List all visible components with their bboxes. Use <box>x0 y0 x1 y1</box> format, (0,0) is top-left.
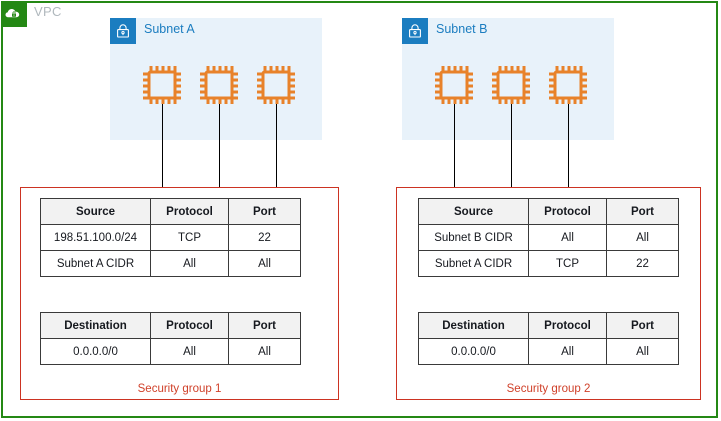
cell-source: Subnet A CIDR <box>418 250 529 277</box>
column-header-destination: Destination <box>40 312 151 339</box>
table-header-row: Source Protocol Port <box>40 198 301 225</box>
column-header-port: Port <box>228 198 301 225</box>
cell-source: Subnet A CIDR <box>40 250 151 277</box>
security-group-2-label: Security group 2 <box>506 383 591 395</box>
cell-destination: 0.0.0.0/0 <box>418 338 529 365</box>
column-header-protocol: Protocol <box>528 312 607 339</box>
cell-source: Subnet B CIDR <box>418 224 529 251</box>
column-header-port: Port <box>228 312 301 339</box>
column-header-port: Port <box>606 198 679 225</box>
connector-line <box>454 104 455 187</box>
cell-protocol: All <box>150 250 229 277</box>
cell-protocol: TCP <box>528 250 607 277</box>
table-header-row: Destination Protocol Port <box>418 312 679 339</box>
ec2-instance-chip-icon <box>488 62 534 108</box>
cell-source: 198.51.100.0/24 <box>40 224 151 251</box>
column-header-destination: Destination <box>418 312 529 339</box>
column-header-port: Port <box>606 312 679 339</box>
cell-port: All <box>606 338 679 365</box>
cell-protocol: All <box>528 338 607 365</box>
column-header-source: Source <box>40 198 151 225</box>
column-header-protocol: Protocol <box>150 312 229 339</box>
cell-protocol: All <box>150 338 229 365</box>
cell-port: 22 <box>606 250 679 277</box>
subnet-a-label: Subnet A <box>144 22 195 36</box>
table-row: 198.51.100.0/24 TCP 22 <box>40 224 301 251</box>
connector-line <box>511 104 512 187</box>
subnet-b-lock-icon <box>402 18 428 44</box>
table-row: Subnet A CIDR All All <box>40 250 301 277</box>
vpc-cloud-icon <box>1 1 27 27</box>
security-group-1-box: Security group 1 <box>20 187 339 400</box>
table-header-row: Destination Protocol Port <box>40 312 301 339</box>
ec2-instance-chip-icon <box>545 62 591 108</box>
ec2-instance-chip-icon <box>431 62 477 108</box>
connector-line <box>568 104 569 187</box>
table-row: 0.0.0.0/0 All All <box>40 338 301 365</box>
column-header-protocol: Protocol <box>528 198 607 225</box>
cell-protocol: All <box>528 224 607 251</box>
subnet-a-lock-icon <box>110 18 136 44</box>
sg2-outbound-rules-table: Destination Protocol Port 0.0.0.0/0 All … <box>418 312 679 365</box>
connector-line <box>276 104 277 187</box>
column-header-source: Source <box>418 198 529 225</box>
cell-destination: 0.0.0.0/0 <box>40 338 151 365</box>
vpc-label: VPC <box>34 4 62 19</box>
subnet-b-panel: Subnet B <box>402 18 614 140</box>
cell-protocol: TCP <box>150 224 229 251</box>
sg1-outbound-rules-table: Destination Protocol Port 0.0.0.0/0 All … <box>40 312 301 365</box>
table-row: Subnet B CIDR All All <box>418 224 679 251</box>
ec2-instance-chip-icon <box>196 62 242 108</box>
ec2-instance-chip-icon <box>253 62 299 108</box>
cell-port: All <box>228 250 301 277</box>
cell-port: All <box>228 338 301 365</box>
column-header-protocol: Protocol <box>150 198 229 225</box>
sg1-inbound-rules-table: Source Protocol Port 198.51.100.0/24 TCP… <box>40 198 301 277</box>
table-header-row: Source Protocol Port <box>418 198 679 225</box>
security-group-1-label: Security group 1 <box>137 383 222 395</box>
cell-port: All <box>606 224 679 251</box>
connector-line <box>219 104 220 187</box>
security-group-2-box: Security group 2 <box>396 187 701 400</box>
table-row: Subnet A CIDR TCP 22 <box>418 250 679 277</box>
connector-line <box>162 104 163 187</box>
ec2-instance-chip-icon <box>139 62 185 108</box>
sg2-inbound-rules-table: Source Protocol Port Subnet B CIDR All A… <box>418 198 679 277</box>
cell-port: 22 <box>228 224 301 251</box>
table-row: 0.0.0.0/0 All All <box>418 338 679 365</box>
subnet-b-label: Subnet B <box>436 22 488 36</box>
